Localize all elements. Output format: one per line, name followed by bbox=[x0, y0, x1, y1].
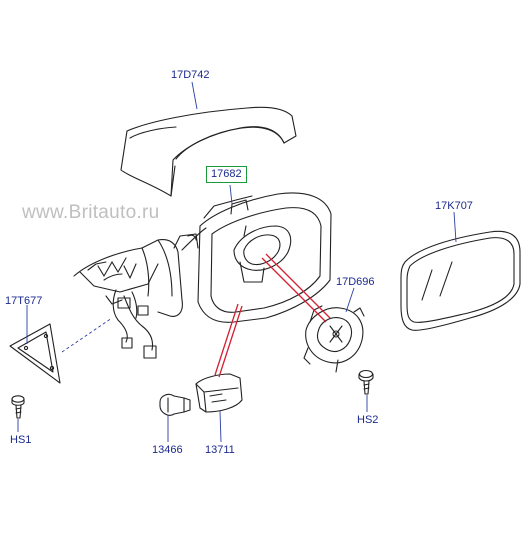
screw-left-shape bbox=[11, 395, 25, 419]
screw-right-shape bbox=[358, 369, 374, 395]
label-lamp[interactable]: 13711 bbox=[205, 444, 235, 456]
label-mirror-assembly[interactable]: 17682 bbox=[206, 166, 247, 183]
mirror-glass-shape bbox=[400, 230, 521, 331]
wiring-harness-shape bbox=[105, 289, 157, 359]
bulb-shape bbox=[159, 393, 191, 416]
label-motor[interactable]: 17D696 bbox=[336, 276, 375, 288]
leader-lines bbox=[17, 81, 457, 443]
mirror-mount-shape bbox=[73, 239, 183, 317]
label-gasket[interactable]: 17T677 bbox=[5, 295, 43, 307]
label-mirror-glass[interactable]: 17K707 bbox=[435, 200, 473, 212]
lamp-shape bbox=[195, 373, 243, 413]
label-cover[interactable]: 17D742 bbox=[171, 69, 210, 81]
label-screw-hs1[interactable]: HS1 bbox=[10, 434, 32, 446]
mirror-cover-shape bbox=[120, 106, 297, 197]
label-screw-hs2[interactable]: HS2 bbox=[357, 414, 379, 426]
label-bulb[interactable]: 13466 bbox=[152, 444, 183, 456]
gasket-shape bbox=[9, 323, 61, 384]
watermark: www.Britauto.ru bbox=[22, 202, 160, 223]
mirror-housing-shape bbox=[173, 192, 332, 323]
motor-shape bbox=[303, 305, 365, 373]
assembly-links bbox=[214, 253, 331, 378]
